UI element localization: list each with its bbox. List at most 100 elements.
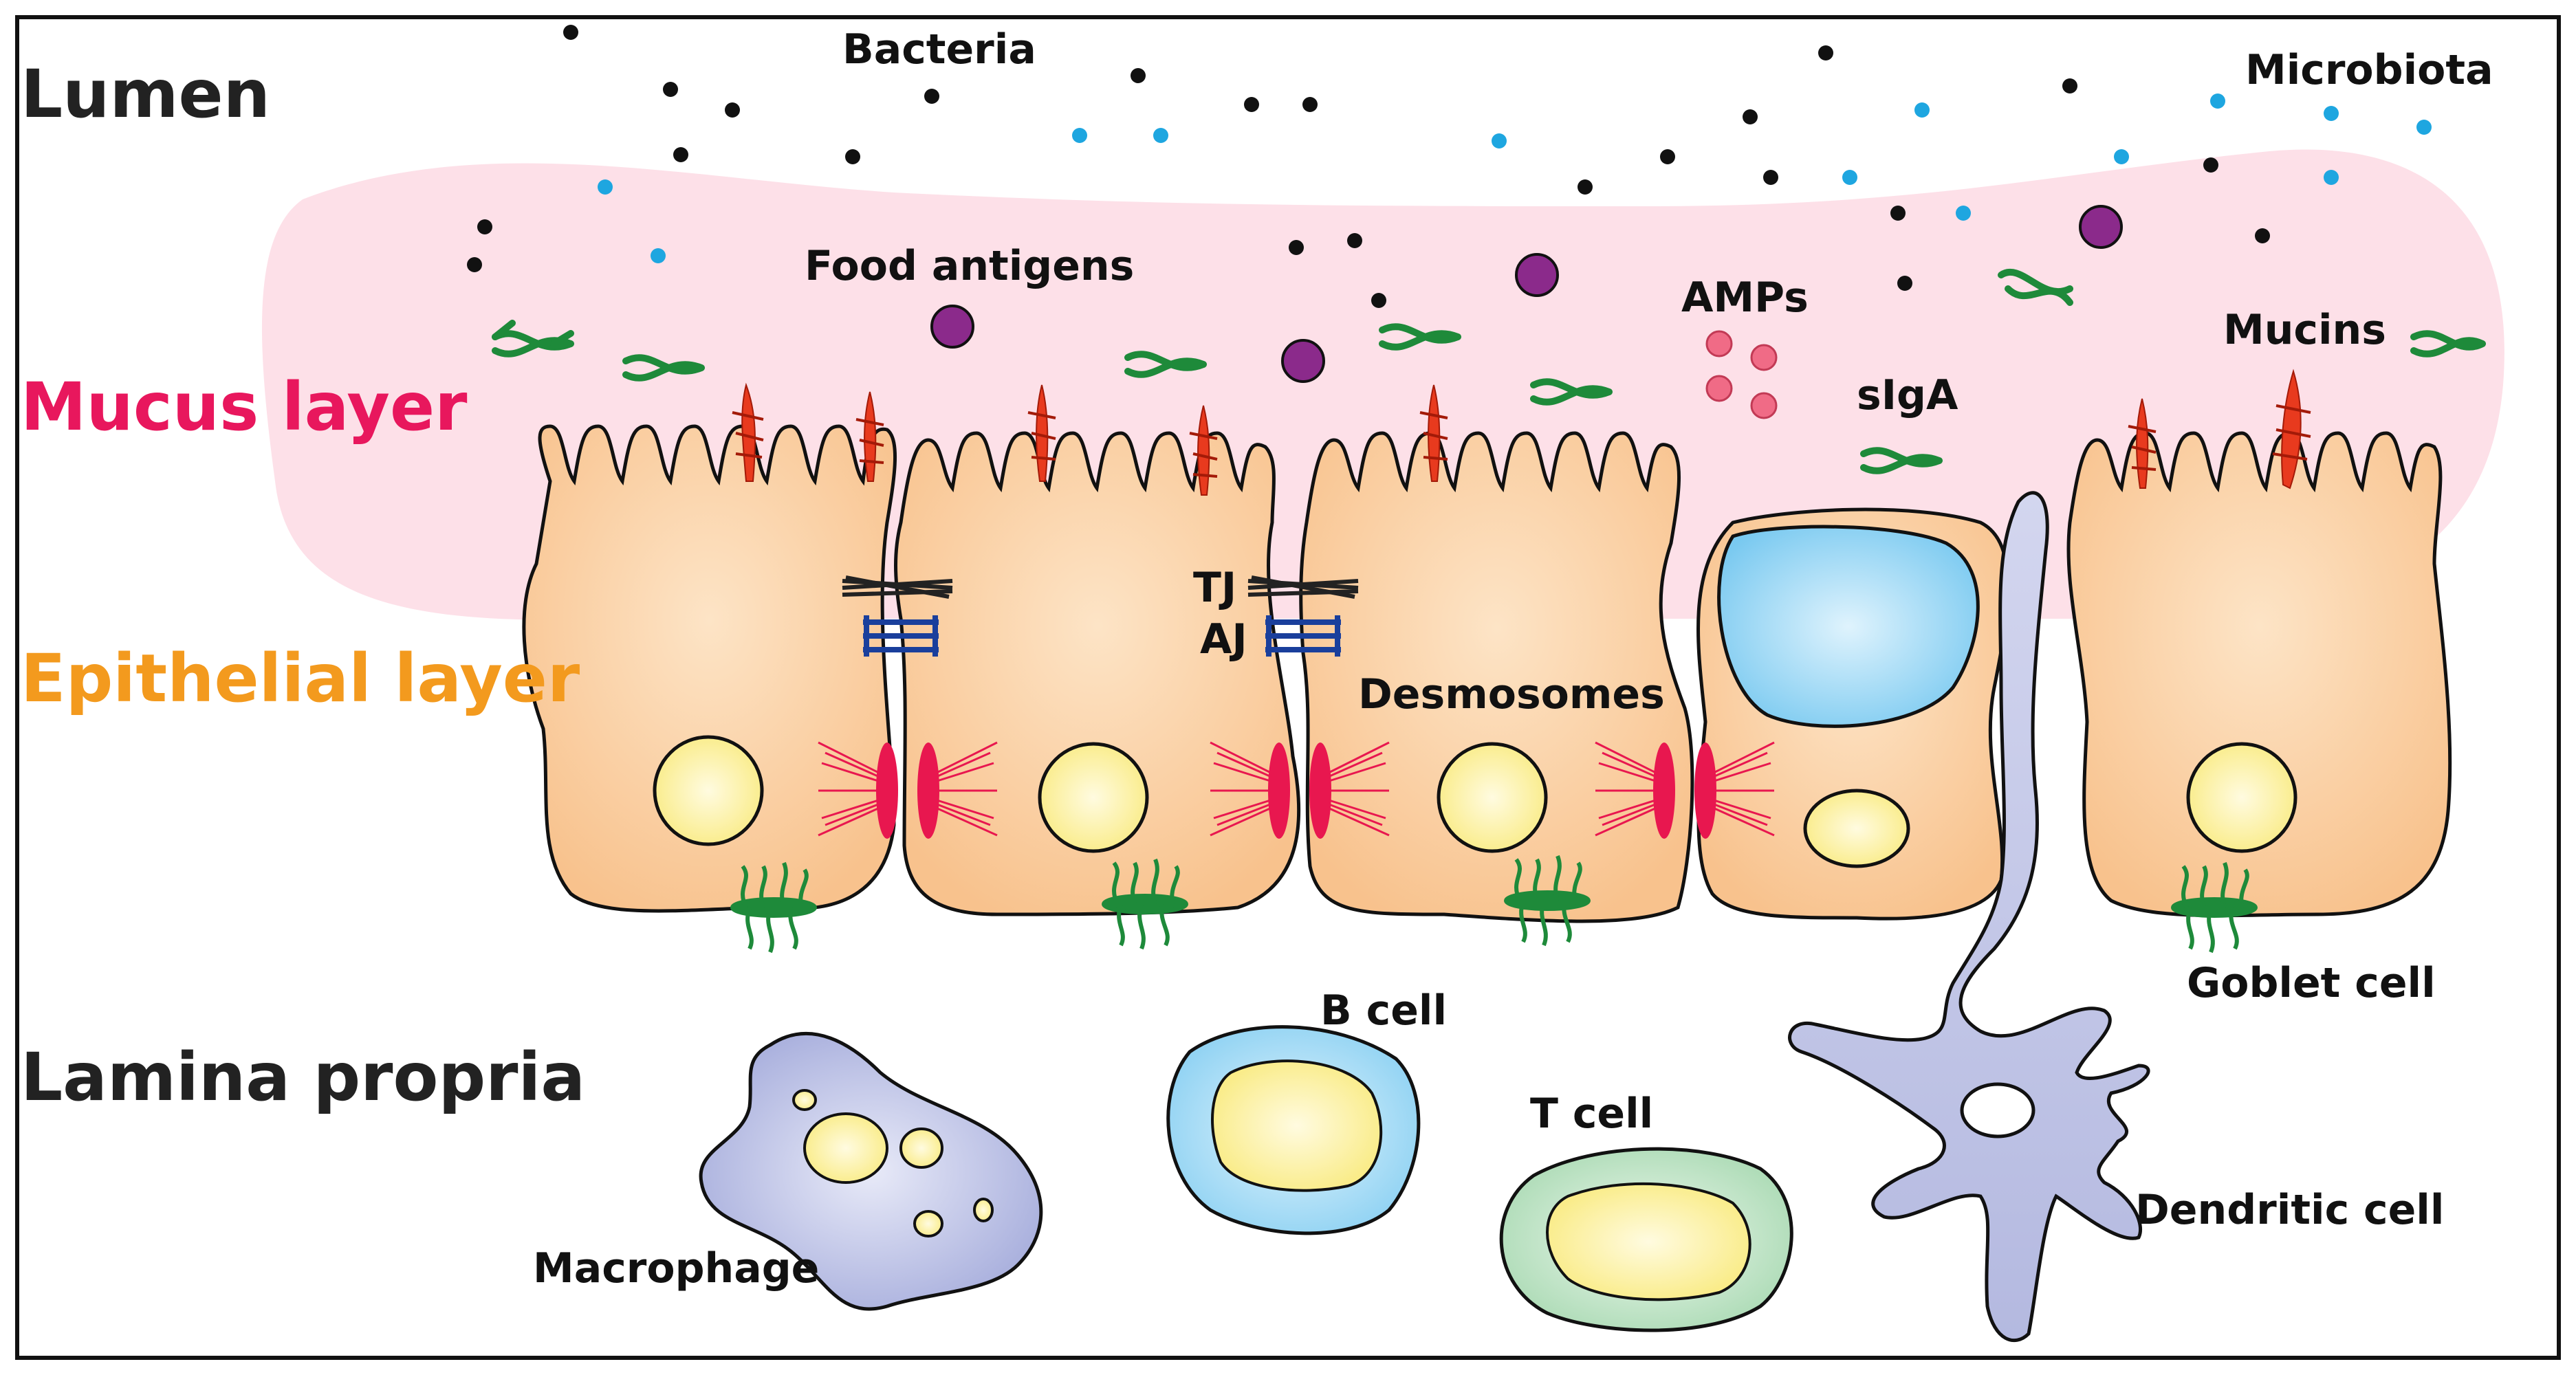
adherens-junction [863, 615, 939, 657]
basal-receptor [1504, 855, 1591, 947]
microbiota-particle [2324, 106, 2339, 121]
label-b-cell: B cell [1320, 987, 1447, 1035]
desmosome [1595, 741, 1775, 839]
microbiota-particle [1492, 133, 1507, 148]
bacterium [1660, 149, 1675, 164]
microbiota-particle [1842, 170, 1857, 185]
microbiota-particle [2210, 94, 2225, 109]
bacterium [1818, 45, 1833, 60]
label-desmosomes: Desmosomes [1358, 670, 1665, 718]
mucin [1419, 384, 1448, 482]
label-tj: TJ [1193, 564, 1236, 612]
bacterium [2255, 228, 2270, 243]
siga-antibody [1530, 378, 1613, 406]
siga-antibody [1124, 351, 1207, 378]
macrophage-vesicle [899, 1128, 943, 1169]
bacterium [1289, 240, 1304, 255]
food-antigen [2079, 205, 2123, 249]
dendritic-cell-nucleus [1960, 1082, 2035, 1138]
bacterium [1743, 109, 1758, 124]
tight-junction [842, 575, 953, 599]
bacterium [2203, 157, 2218, 173]
bacterium [1897, 276, 1912, 291]
bacterium [663, 82, 678, 97]
bacterium [477, 219, 492, 234]
bacterium [725, 102, 740, 118]
bacterium [845, 149, 860, 164]
label-food-antigens: Food antigens [805, 242, 1134, 290]
bacterium [1371, 293, 1386, 308]
enterocyte-1 [522, 424, 897, 913]
basal-receptor [1102, 858, 1188, 950]
tight-junction [1247, 575, 1359, 599]
amp [1705, 330, 1733, 358]
label-macrophage: Macrophage [533, 1244, 819, 1292]
nucleus-4 [2186, 742, 2297, 853]
label-amps: AMPs [1681, 274, 1809, 322]
bacterium [1890, 206, 1906, 221]
mucin [732, 382, 764, 482]
label-lumen: Lumen [21, 56, 270, 133]
label-mucins: Mucins [2223, 306, 2386, 354]
microbiota-particle [1914, 102, 1930, 118]
microbiota-particle [651, 248, 666, 263]
bacterium [1131, 68, 1146, 83]
microbiota-particle [2114, 149, 2129, 164]
nucleus-1 [653, 735, 764, 846]
label-siga: sIgA [1857, 371, 1958, 419]
bacterium [1244, 97, 1259, 112]
label-bacteria: Bacteria [842, 25, 1036, 74]
label-lamina-propria: Lamina propria [21, 1039, 585, 1116]
microbiota-particle [1956, 206, 1971, 221]
bacterium [1763, 170, 1778, 185]
basal-receptor [730, 861, 817, 954]
food-antigen [1515, 253, 1559, 297]
label-goblet-cell: Goblet cell [2187, 959, 2436, 1007]
basal-receptor [2171, 861, 2258, 954]
mucin [2272, 368, 2311, 490]
goblet-cell-body [1696, 507, 2010, 921]
bacterium [1302, 97, 1318, 112]
bacterium [1578, 179, 1593, 195]
siga-antibody [1860, 447, 1943, 474]
enterocyte-3 [1299, 431, 1694, 923]
siga-antibody [2410, 330, 2486, 358]
macrophage-vesicle [792, 1089, 817, 1111]
bacterium [563, 25, 578, 40]
amp [1750, 344, 1778, 371]
label-mucus-layer: Mucus layer [21, 368, 468, 446]
siga-antibody [492, 320, 574, 358]
label-dendritic-cell: Dendritic cell [2135, 1186, 2444, 1234]
dendritic-cell-body [1788, 491, 2150, 1342]
nucleus-2 [1038, 742, 1149, 853]
microbiota-particle [2324, 170, 2339, 185]
amp [1750, 392, 1778, 419]
desmosome [818, 741, 998, 839]
mucin [1189, 405, 1218, 496]
mucin [1027, 384, 1056, 482]
b-cell-nucleus [1211, 1059, 1383, 1192]
bacterium [924, 89, 939, 104]
label-t-cell: T cell [1530, 1090, 1653, 1138]
siga-antibody [1998, 268, 2073, 306]
siga-antibody [622, 354, 705, 382]
mucin [855, 391, 884, 482]
microbiota-particle [1072, 128, 1087, 143]
bacterium [467, 257, 482, 272]
macrophage-vesicle [913, 1210, 943, 1238]
food-antigen [930, 305, 974, 349]
label-epithelial-layer: Epithelial layer [21, 640, 580, 717]
bacterium [1347, 233, 1362, 248]
bacterium [673, 147, 688, 162]
food-antigen [1281, 339, 1325, 383]
label-microbiota: Microbiota [2245, 46, 2493, 94]
label-aj: AJ [1200, 615, 1247, 663]
goblet-nucleus [1803, 789, 1910, 868]
desmosome [1210, 741, 1390, 839]
goblet-mucin-vacuole [1717, 525, 1980, 728]
microbiota-particle [598, 179, 613, 195]
amp [1705, 375, 1733, 402]
microbiota-particle [1153, 128, 1168, 143]
